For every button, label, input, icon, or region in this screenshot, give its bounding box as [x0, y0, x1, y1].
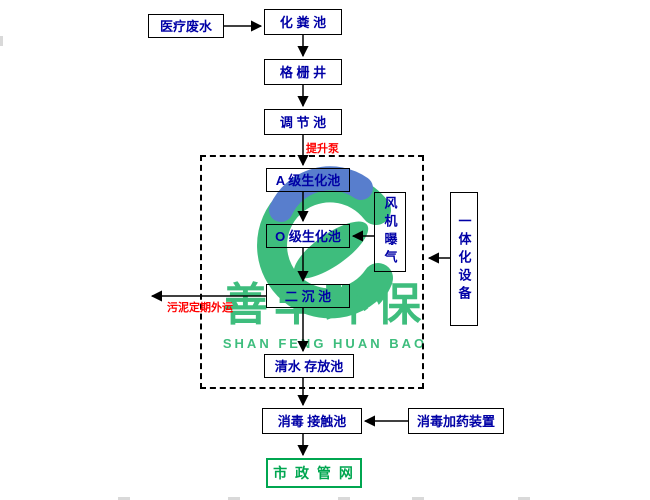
node-o-bio-tank: O 级生化池: [266, 224, 350, 248]
page-artifact: [228, 497, 240, 500]
node-label: 清水 存放池: [274, 358, 344, 374]
node-septic-tank: 化 粪 池: [264, 9, 342, 35]
node-label: A 级生化池: [275, 172, 341, 188]
node-a-bio-tank: A 级生化池: [266, 168, 350, 192]
node-label: 化 粪 池: [279, 14, 327, 30]
node-label: 二 沉 池: [284, 288, 332, 304]
node-label: 风机曝气: [382, 196, 398, 268]
node-label: O 级生化池: [275, 228, 341, 244]
node-disinfection-contact-tank: 消毒 接触池: [262, 408, 362, 434]
page-artifact: [338, 497, 350, 500]
node-medical-wastewater: 医疗废水: [148, 14, 224, 38]
page-artifact: [412, 497, 424, 500]
node-fan-aeration: 风机曝气: [374, 192, 406, 272]
page-artifact: [0, 36, 3, 46]
integrated-equipment-dashed-frame: [200, 155, 424, 389]
lift-pump-label: 提升泵: [306, 143, 339, 155]
node-label: 一体化设备: [456, 214, 472, 304]
page-artifact: [518, 497, 530, 500]
node-label: 调 节 池: [279, 114, 327, 130]
node-grid-well: 格 栅 井: [264, 59, 342, 85]
node-label: 消毒加药装置: [416, 413, 495, 429]
node-label: 消毒 接触池: [277, 413, 347, 429]
node-regulating-tank: 调 节 池: [264, 109, 342, 135]
node-municipal-pipe-network: 市 政 管 网: [266, 458, 362, 488]
node-integrated-equipment: 一体化设备: [450, 192, 478, 326]
page-artifact: [118, 497, 130, 500]
node-secondary-sedimentation-tank: 二 沉 池: [266, 284, 350, 308]
node-label: 格 栅 井: [279, 64, 327, 80]
node-label: 市 政 管 网: [273, 465, 355, 481]
node-label: 医疗废水: [159, 18, 212, 34]
node-disinfection-dosing-device: 消毒加药装置: [408, 408, 504, 434]
node-clean-water-tank: 清水 存放池: [264, 354, 354, 378]
sludge-outbound-label: 污泥定期外运: [167, 302, 233, 314]
